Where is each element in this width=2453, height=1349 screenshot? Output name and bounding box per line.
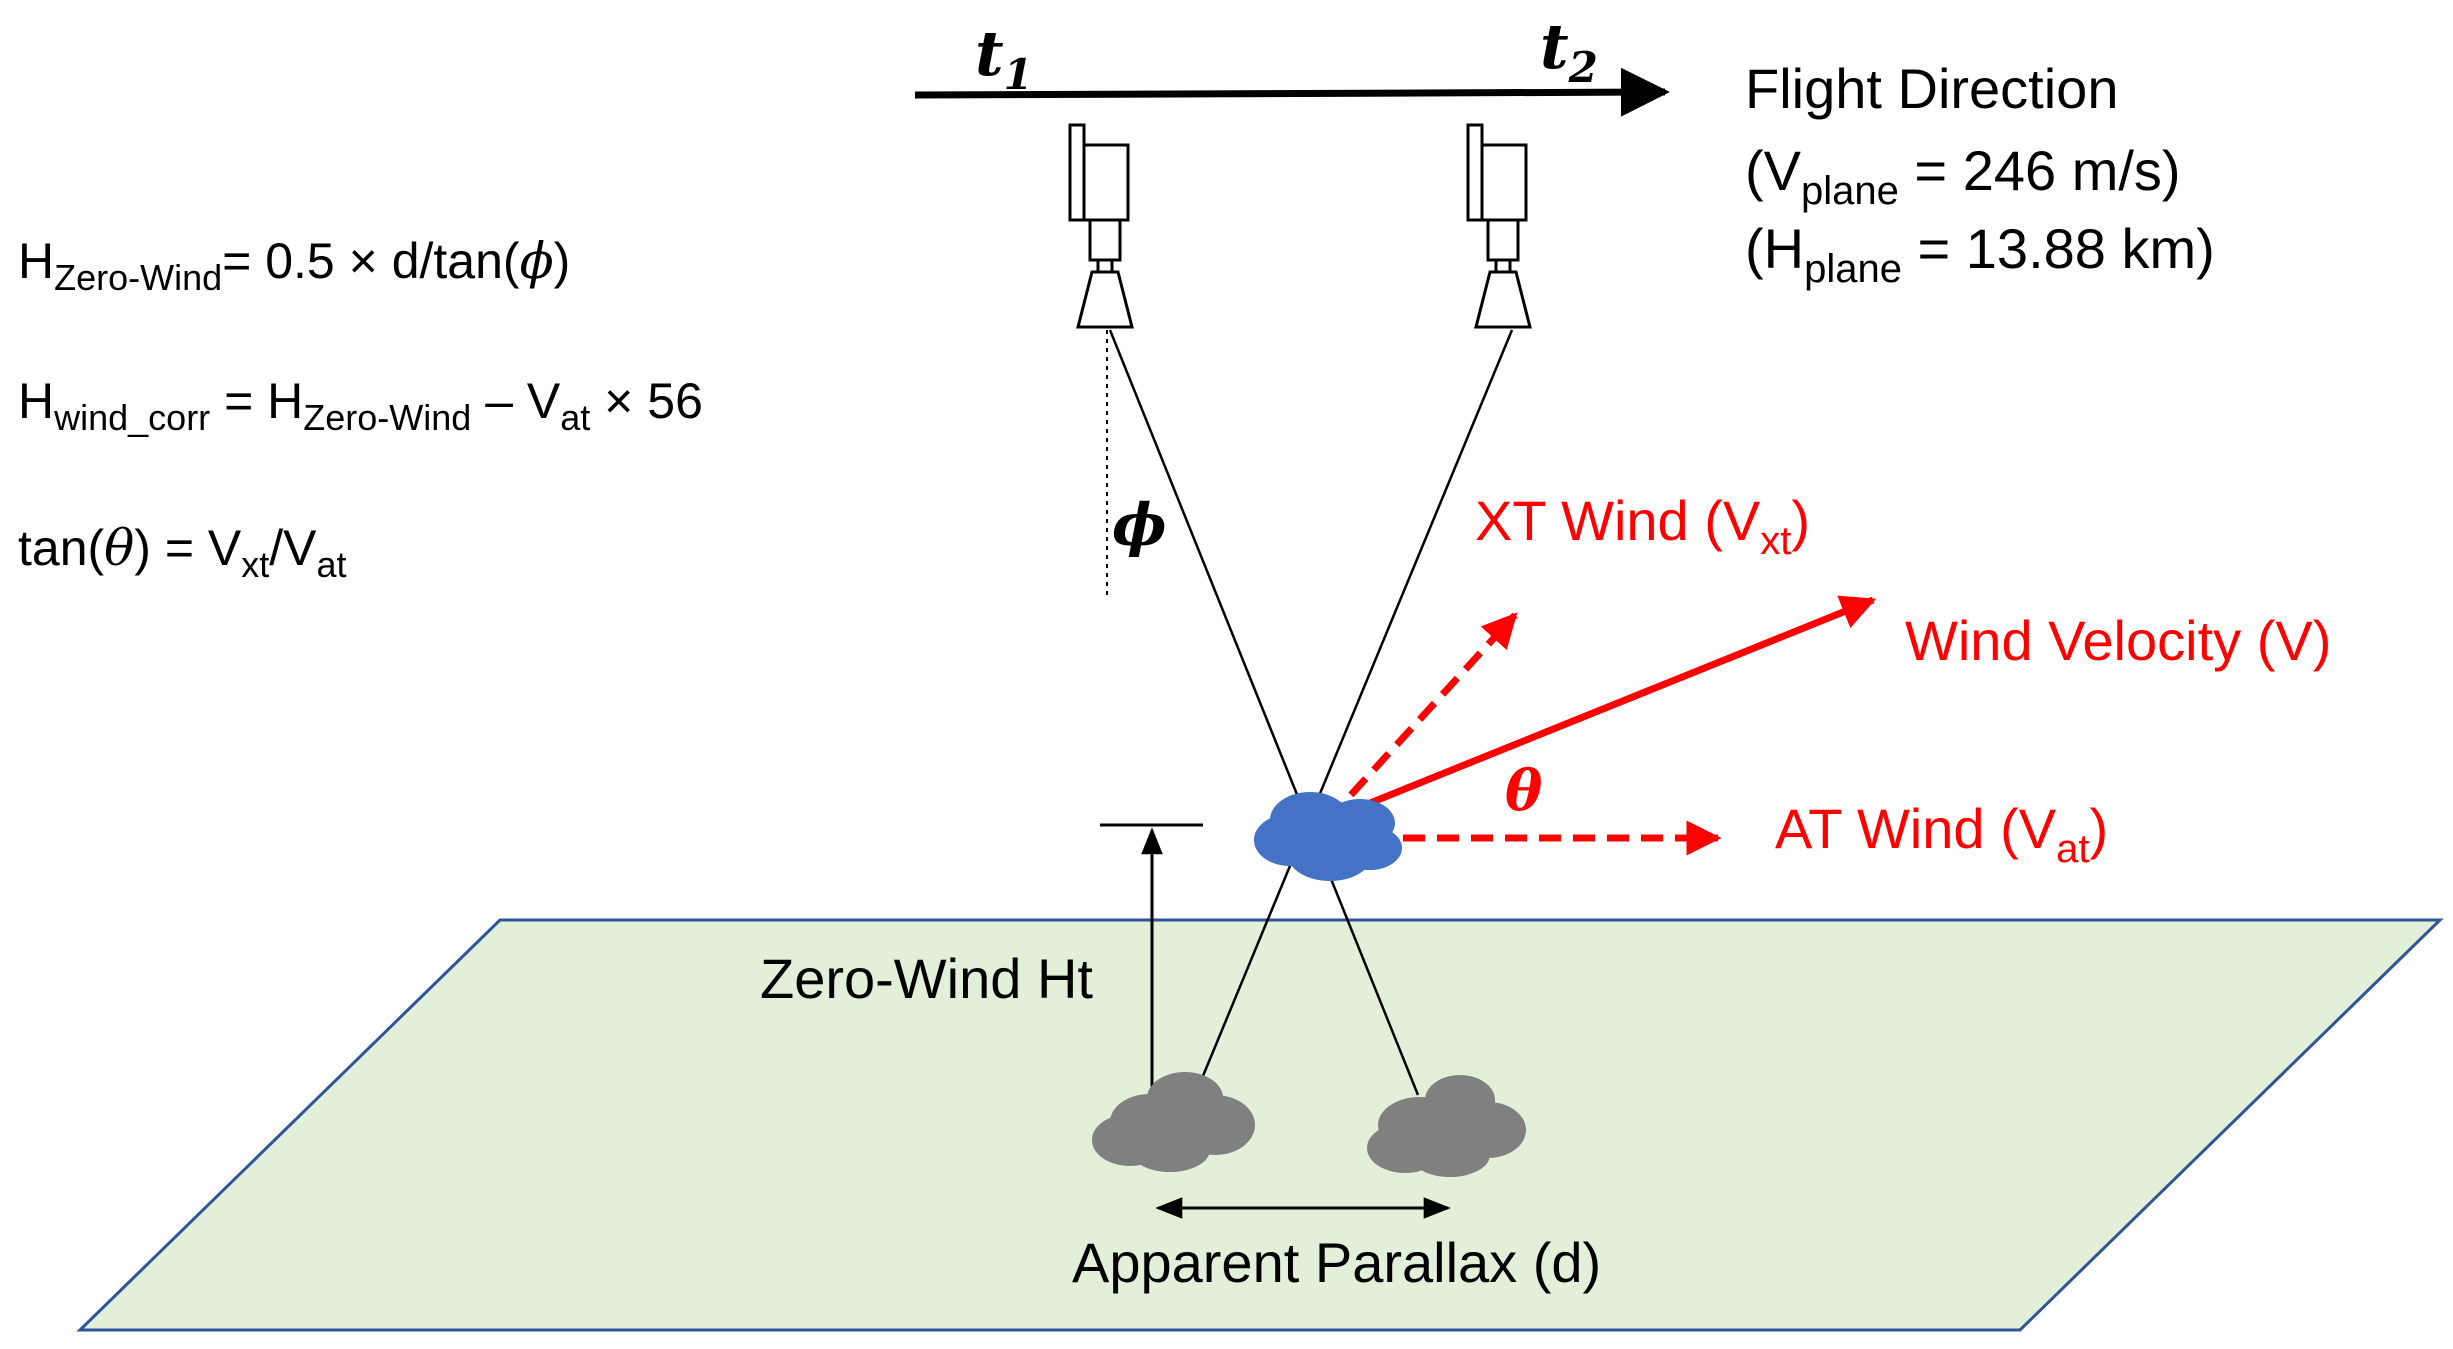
apparent-parallax-label: Apparent Parallax (d) (1072, 1231, 1601, 1294)
xt-wind-arrow (1325, 612, 1518, 823)
t1-letter: t (975, 17, 1004, 90)
vplane-subscript: plane (1801, 169, 1899, 213)
camera-icon (1466, 123, 1532, 329)
at-wind-subscript: at (2056, 827, 2089, 871)
t1-label: t1 (975, 17, 1033, 99)
eq3-vat-subscript: at (317, 544, 347, 585)
cloud-icon (1254, 792, 1402, 881)
t2-label: t2 (1540, 10, 1598, 92)
eq2-rhs: × 56 (590, 373, 703, 429)
phi-angle-label: ϕ (1112, 491, 1167, 559)
eq1-rhs-a: = 0.5 × d/tan( (222, 233, 520, 289)
hplane-subscript: plane (1804, 247, 1902, 291)
eq3-vxt-subscript: xt (241, 544, 269, 585)
hplane-open: (H (1745, 217, 1804, 280)
vplane-label: (Vplane = 246 m/s) (1745, 139, 2181, 213)
theta-angle-label: θ (1505, 758, 1543, 824)
eq3-slash: /V (269, 520, 317, 576)
at-wind-text: AT Wind (V (1775, 797, 2057, 860)
at-wind-label: AT Wind (Vat) (1775, 797, 2108, 871)
flight-direction-arrow (914, 67, 1670, 117)
xt-wind-label: XT Wind (Vxt) (1475, 489, 1810, 563)
equation-wind-corrected-height: Hwind_corr = HZero-Wind – Vat × 56 (18, 373, 703, 438)
equation-tan-theta: tan(θ) = Vxt/Vat (18, 519, 347, 585)
t2-letter: t (1540, 10, 1569, 83)
line-of-sight-t1 (1108, 329, 1420, 1096)
eq1-phi: ϕ (520, 232, 554, 290)
eq1-rhs-b: ) (554, 233, 571, 289)
t2-subscript: 2 (1568, 43, 1598, 92)
eq3-lhs-b: ) = V (134, 520, 242, 576)
eq3-theta: θ (104, 519, 134, 577)
hplane-value: = 13.88 km) (1902, 217, 2215, 280)
line-of-sight-t2 (1196, 329, 1514, 1089)
camera-icon (1068, 123, 1134, 329)
xt-wind-subscript: xt (1760, 519, 1791, 563)
eq1-h: H (18, 233, 54, 289)
ground-plane (76, 918, 2444, 1332)
equation-zero-wind-height: HZero-Wind= 0.5 × d/tan(ϕ) (18, 232, 570, 298)
eq2-mid-a: = H (210, 373, 303, 429)
flight-direction-label: Flight Direction (1745, 57, 2118, 120)
xt-wind-text: XT Wind (V (1475, 489, 1761, 552)
eq2-v-subscript: at (560, 397, 590, 438)
t1-subscript: 1 (1004, 50, 1033, 99)
eq1-h-subscript: Zero-Wind (54, 257, 222, 298)
eq2-h-subscript: wind_corr (53, 397, 210, 438)
zero-wind-ht-label: Zero-Wind Ht (760, 947, 1093, 1010)
eq2-mid-b: – V (471, 373, 561, 429)
wind-velocity-arrow (1326, 595, 1877, 824)
hplane-label: (Hplane = 13.88 km) (1745, 217, 2215, 291)
eq3-lhs-a: tan( (18, 520, 105, 576)
cloud-icon (1367, 1075, 1526, 1177)
xt-wind-close: ) (1791, 489, 1810, 552)
cloud-icon (1092, 1072, 1255, 1172)
eq2-mid-subscript: Zero-Wind (303, 397, 471, 438)
vplane-value: = 246 m/s) (1899, 139, 2181, 202)
at-wind-close: ) (2089, 797, 2108, 860)
vplane-open: (V (1745, 139, 1802, 202)
eq2-h: H (18, 373, 54, 429)
wind-velocity-label: Wind Velocity (V) (1905, 609, 2331, 672)
